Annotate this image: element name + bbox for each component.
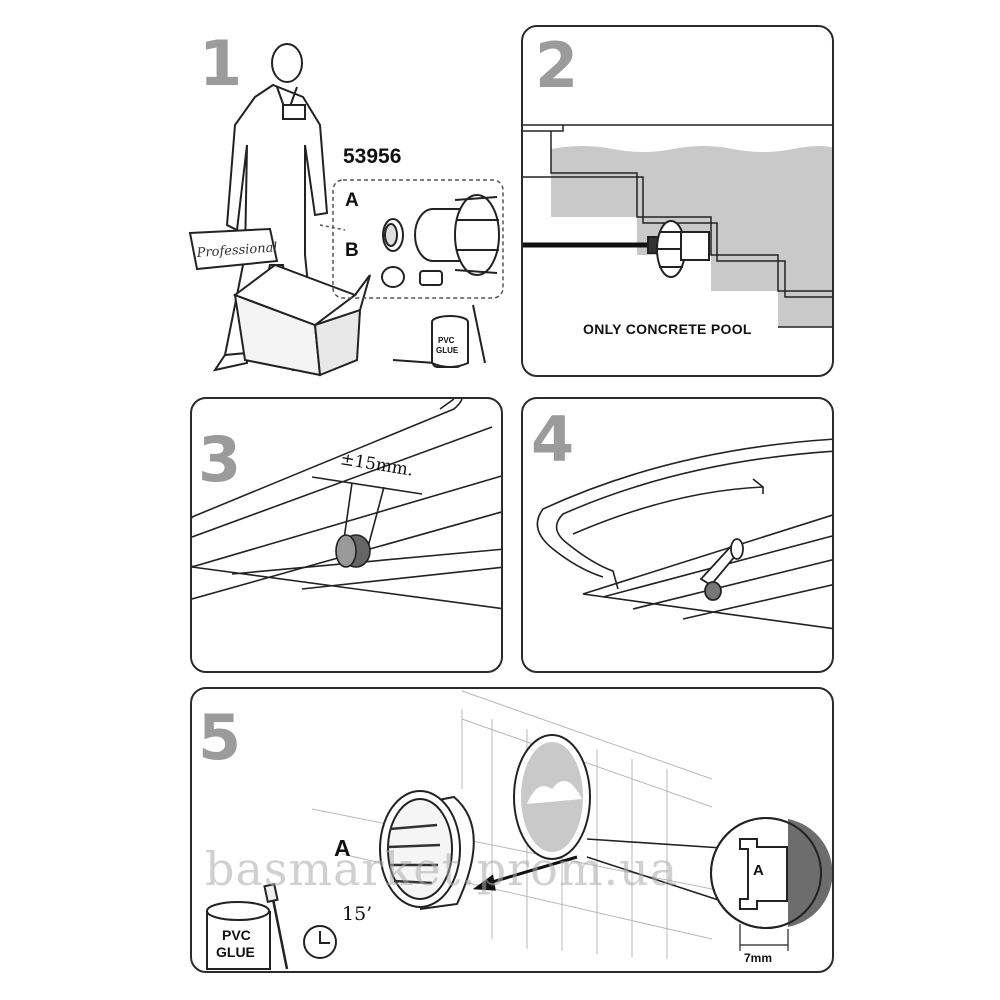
glue-can: PVC GLUE	[431, 304, 486, 368]
pool-installation-diagram	[536, 438, 832, 630]
professional-case: Professional	[188, 227, 279, 271]
glue-label-1: PVC	[222, 927, 251, 943]
wall-opening	[513, 734, 591, 860]
detail-label-a: A	[753, 862, 764, 879]
kit-label-b: B	[345, 240, 359, 261]
step-5-panel: 5	[190, 687, 834, 973]
step-1-number: 1	[199, 27, 243, 100]
gap-measurement: 7mm	[744, 951, 773, 965]
part-number: 53956	[343, 145, 402, 168]
detail-circle	[710, 817, 832, 951]
pool-lamp	[647, 220, 710, 278]
insert-ring	[379, 790, 475, 910]
step-3-panel: 3 ±15mm.	[190, 397, 503, 673]
glue-label-1: PVC	[438, 336, 455, 345]
lamp-kit	[381, 194, 500, 288]
wall-hole	[335, 534, 371, 568]
pool-caption: ONLY CONCRETE POOL	[583, 321, 752, 337]
wall-hole-diagram	[192, 399, 501, 610]
kit-frame	[332, 179, 504, 299]
insert-label-a: A	[334, 835, 351, 861]
insert-arrow	[472, 855, 578, 891]
step-3-number: 3	[198, 423, 242, 496]
glue-label-2: GLUE	[436, 346, 459, 355]
step-4-number: 4	[531, 403, 575, 476]
step-1-illustration: Professional	[188, 43, 504, 377]
wait-time: 15’	[342, 903, 373, 925]
glue-label-2: GLUE	[216, 944, 255, 960]
concrete-pool-diagram	[523, 124, 832, 328]
step-2-panel: 2 ONLY CONCRETE POOL	[521, 25, 834, 377]
step-5-number: 5	[198, 701, 242, 774]
kit-label-a: A	[345, 190, 359, 211]
step-1-section: 1 Professional	[185, 25, 515, 380]
step-4-panel: 4	[521, 397, 834, 673]
dimension-line	[311, 476, 423, 495]
cardboard-box	[232, 263, 371, 377]
glue-insert-diagram	[206, 690, 832, 970]
lamp-assembly	[699, 538, 744, 601]
clock-icon	[303, 925, 337, 959]
watermark: basmarket.prom.ua	[205, 842, 679, 896]
pool-steps	[523, 131, 832, 328]
case-label: Professional	[195, 240, 278, 261]
step-2-number: 2	[535, 29, 579, 102]
glue-can	[206, 882, 289, 970]
